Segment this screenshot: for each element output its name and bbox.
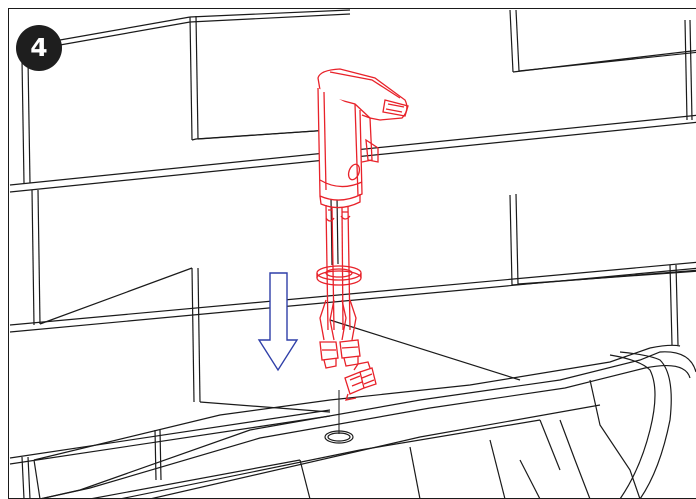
hose-connectors	[319, 339, 361, 369]
faucet-sensor-eye	[347, 163, 361, 181]
faucet-lever	[365, 138, 379, 163]
tile-outlines	[39, 49, 696, 413]
basin-back-rim	[39, 351, 696, 499]
tap-hole	[324, 390, 354, 444]
arrow-down-icon	[257, 272, 299, 372]
washbasin	[33, 344, 696, 499]
sensor-window	[382, 99, 409, 117]
sensor-faucet	[316, 68, 409, 401]
supply-hoses	[319, 204, 357, 341]
step-number-badge: 4	[16, 25, 62, 71]
basin-bowl-edge	[619, 351, 672, 499]
fixing-clip	[344, 361, 377, 401]
basin-rim-top	[33, 347, 651, 461]
mounting-washer	[316, 265, 362, 286]
